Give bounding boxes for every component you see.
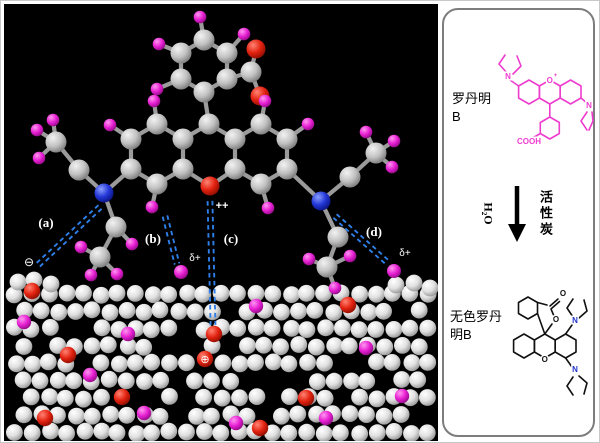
- catalyst-label: 活性炭: [538, 190, 553, 238]
- delta-plus-label-b: δ+: [189, 253, 201, 264]
- interaction-label-a: (a): [38, 215, 53, 230]
- reaction-arrow-icon: [508, 186, 526, 242]
- o-plus-charge: +: [554, 73, 558, 79]
- lactone-o-label: O: [553, 315, 559, 324]
- interaction-lines: [35, 200, 391, 326]
- circled-plus-icon: ⊕: [200, 354, 209, 366]
- bridge-o-label: O: [542, 355, 548, 364]
- interaction-label-d: (d): [366, 224, 382, 239]
- product-label: 无色罗丹明B: [450, 309, 503, 342]
- carbon-surface: [5, 264, 438, 441]
- circled-minus-icon: ⊖: [24, 255, 34, 269]
- n-bottom-label: N: [572, 365, 578, 374]
- interaction-label-b: (b): [145, 231, 161, 246]
- cooh-label: COOH: [517, 137, 541, 146]
- rhodamine-b-structure: O+ N N COOH: [498, 54, 594, 148]
- simulation-panel: (a) (b) (c) (d) δ+ δ+ ++ ⊖ ⊕: [4, 4, 438, 441]
- n-right-label: N: [586, 101, 592, 110]
- interaction-label-c: (c): [224, 231, 238, 246]
- n-left-label: N: [505, 72, 511, 81]
- positive-charge-label: ++: [216, 200, 229, 212]
- molecule-model: [30, 10, 401, 295]
- delta-plus-label-d: δ+: [399, 248, 411, 259]
- colorless-rhodamine-structure: O O O N N: [512, 288, 588, 396]
- reactant-label: 罗丹明B: [452, 91, 492, 124]
- bridge-o-label: O: [547, 76, 553, 85]
- carbonyl-o-label: O: [560, 289, 566, 298]
- molecule-adsorption-scene: (a) (b) (c) (d) δ+ δ+ ++ ⊖ ⊕: [5, 10, 438, 441]
- water-label: H₂O: [481, 202, 496, 225]
- n-top-label: N: [572, 316, 578, 325]
- annotation-labels: (a) (b) (c) (d) δ+ δ+ ++ ⊖ ⊕: [24, 200, 411, 366]
